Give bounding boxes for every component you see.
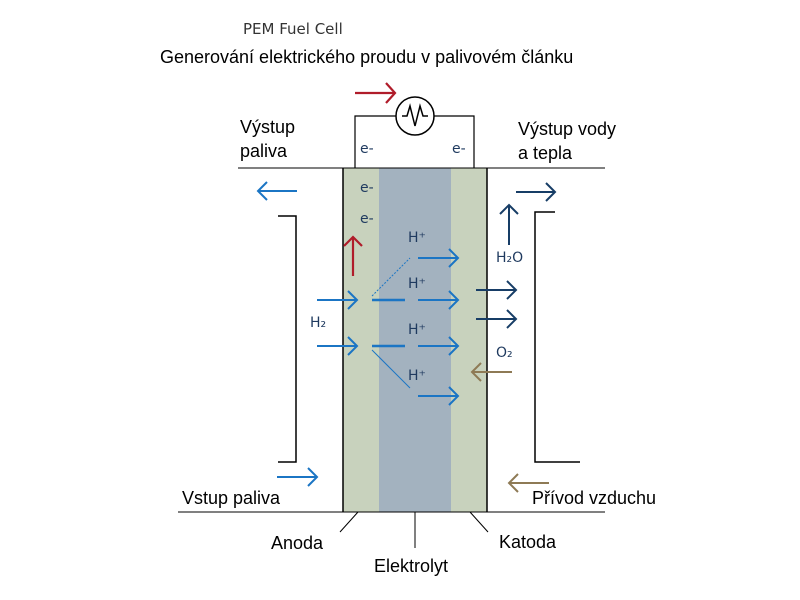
proton-label-3: H⁺ (408, 322, 426, 338)
load-icon-wave (402, 103, 428, 127)
proton-arrow-4 (418, 386, 460, 406)
anode-leader (339, 511, 359, 533)
hydrogen-arrow-lower (317, 336, 359, 356)
cathode-leader (469, 511, 489, 533)
water-arrow-2 (476, 309, 518, 329)
electrolyte-label: Elektrolyt (374, 556, 449, 576)
current-arrow (355, 82, 397, 104)
water-out-label-line2: a tepla (518, 143, 573, 163)
proton-label-1: H⁺ (408, 230, 426, 246)
air-in-label: Přívod vzduchu (532, 488, 657, 508)
water-out-label-line1: Výstup vody (518, 119, 617, 139)
water-up-arrow (499, 203, 519, 245)
proton-arrow-3 (418, 336, 460, 356)
load-icon (395, 96, 435, 136)
water-arrow-1 (476, 280, 518, 300)
fuel-in-label: Vstup paliva (182, 488, 281, 508)
diagram-subtitle: Generování elektrického proudu v palivov… (160, 47, 574, 67)
electron-arrow (343, 235, 363, 276)
anode-channel-outline (278, 215, 297, 463)
fuel-out-label-line1: Výstup (240, 117, 296, 137)
proton-label-4: H⁺ (408, 368, 426, 384)
cathode-channel-outline (534, 211, 580, 463)
electron-label-circuit-left: e- (360, 141, 374, 157)
cathode-layer (451, 168, 487, 512)
air-in-arrow (507, 473, 549, 493)
fuel-out-label-line2: paliva (240, 141, 288, 161)
electron-label-2: e- (360, 211, 374, 227)
proton-label-2: H⁺ (408, 276, 426, 292)
oxygen-label: O₂ (496, 345, 513, 361)
electron-label-circuit-right: e- (452, 141, 466, 157)
oxygen-arrow (470, 362, 512, 382)
electron-label-1: e- (360, 180, 374, 196)
top-title: PEM Fuel Cell (243, 20, 343, 38)
hydrogen-arrow-upper (317, 290, 359, 310)
fuel-out-arrow (256, 181, 297, 201)
hydrogen-label: H₂ (310, 315, 327, 331)
anode-layer (343, 168, 379, 512)
proton-arrow-2 (418, 290, 460, 310)
proton-paths (371, 257, 411, 389)
fuel-in-arrow (277, 467, 319, 487)
external-circuit-right (434, 115, 475, 168)
electrolyte-layer (379, 168, 451, 512)
external-circuit (354, 115, 396, 168)
water-out-arrow-top (516, 182, 557, 202)
anode-label: Anoda (271, 533, 324, 553)
proton-arrow-1 (418, 248, 460, 268)
cathode-label: Katoda (499, 532, 557, 552)
water-label: H₂O (496, 250, 524, 266)
